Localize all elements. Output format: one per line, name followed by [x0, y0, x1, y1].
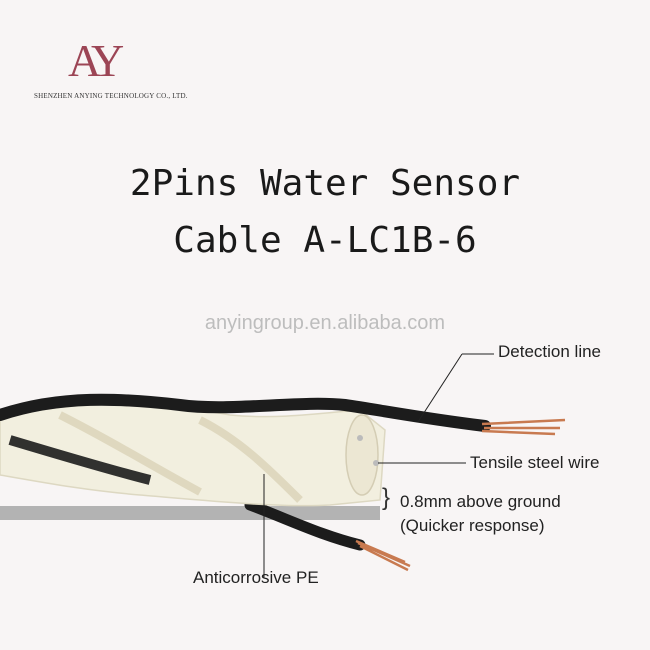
anticorrosive-pe-label: Anticorrosive PE — [193, 568, 319, 587]
lower-copper-strands — [355, 539, 411, 572]
spiral-black-wire — [8, 435, 152, 485]
leader-detection — [417, 353, 463, 423]
product-title-line1: 2Pins Water Sensor — [129, 163, 521, 204]
twist-shadow-2 — [198, 416, 303, 503]
brace-icon: } — [382, 484, 391, 511]
detection-line-label: Detection line — [498, 342, 602, 361]
lower-black-wire — [244, 499, 366, 551]
company-logo: AY SHENZHEN ANYING TECHNOLOGY CO., LTD. — [30, 30, 200, 110]
quicker-response-label: (Quicker response) — [400, 516, 545, 535]
logo-mark: AY — [68, 35, 124, 86]
above-ground-label: 0.8mm above ground — [400, 492, 561, 511]
ground-surface — [0, 506, 380, 520]
tensile-wire-dot-2 — [373, 460, 379, 466]
website-watermark: anyingroup.en.alibaba.com — [204, 312, 446, 334]
tensile-wire-dot-1 — [357, 435, 363, 441]
product-title-line2: Cable A-LC1B-6 — [173, 220, 477, 261]
upper-black-wire — [0, 393, 491, 432]
cable-end-face — [345, 414, 379, 496]
company-name: SHENZHEN ANYING TECHNOLOGY CO., LTD. — [34, 92, 188, 100]
upper-copper-strands — [481, 418, 566, 436]
twist-shadow-1 — [58, 411, 202, 496]
tensile-steel-wire-label: Tensile steel wire — [470, 453, 600, 472]
